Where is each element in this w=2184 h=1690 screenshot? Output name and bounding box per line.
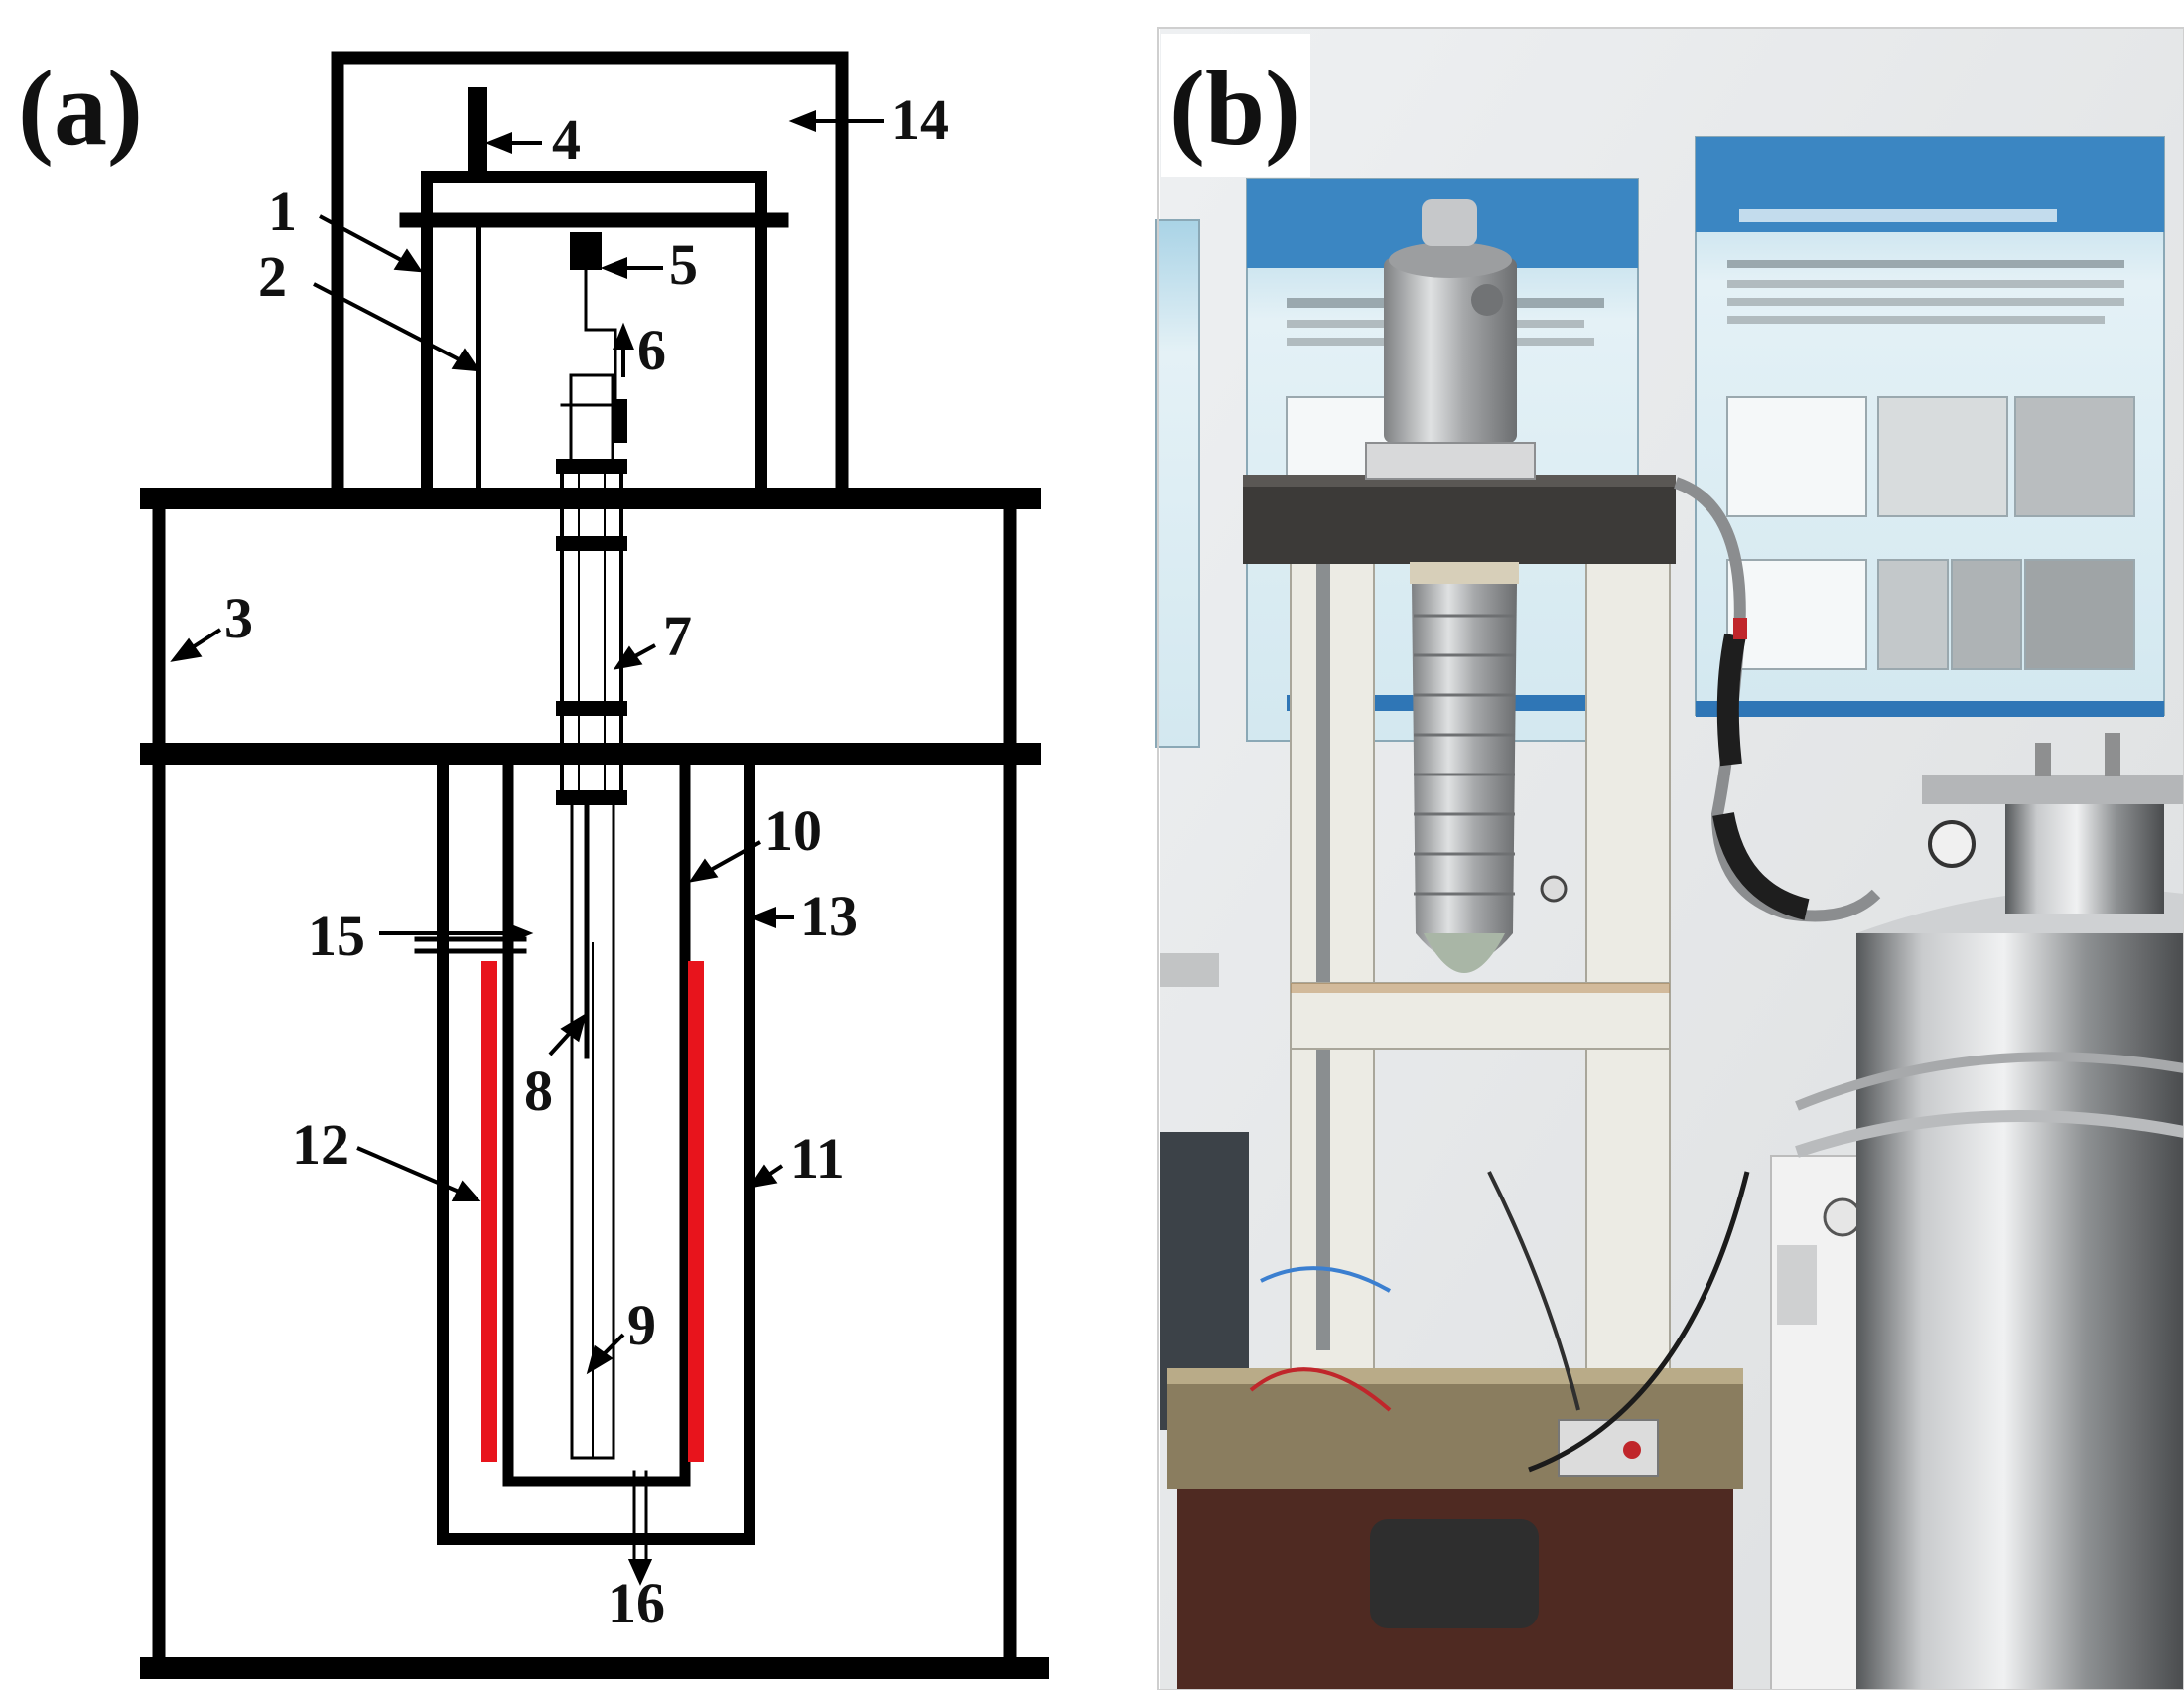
schematic-diagram [140,51,1049,1679]
callout-1: 1 [268,179,297,243]
top-block [1243,475,1676,564]
upper-pull-tube [569,373,614,465]
callout-3: 3 [224,586,253,650]
inner-top-housing [421,171,767,500]
callout-2: 2 [258,244,287,309]
heater-right [688,961,704,1462]
cryostat-head [1384,258,1517,443]
poster-right [1695,136,2165,717]
poster-left [1155,219,1200,748]
white-cabinet [1770,1155,1867,1690]
callout-8: 8 [524,1058,553,1123]
cryo-chamber [1410,562,1519,973]
panel-b-label-over: (b) [1169,50,1300,168]
dewar-tank [1795,733,2184,1690]
callout-15: 15 [308,904,365,968]
panel-b-label-box [1161,34,1310,177]
lead-screw [1316,556,1330,1350]
left-conduit [1160,953,1219,987]
callout-13: 13 [800,884,858,948]
load-cell [570,232,602,270]
callout-leaders [170,110,884,1586]
callout-14: 14 [891,87,949,152]
callout-7: 7 [663,604,692,668]
callout-10: 10 [764,798,822,863]
apparatus-photo [1155,28,2184,1690]
callout-6: 6 [637,318,666,382]
callout-4: 4 [552,107,581,172]
inner-vessel [502,755,691,1487]
clamp-1 [556,459,627,474]
clamp-3 [556,701,627,716]
outer-top-enclosure [331,51,849,501]
cross-beam [1290,982,1671,1050]
outer-cryostat [437,755,755,1545]
dial-gauge [1540,875,1568,903]
extensometer [612,399,627,443]
frame-column-right [1585,535,1671,1391]
callout-16: 16 [608,1571,665,1635]
clamp-2 [556,536,627,551]
callout-5: 5 [669,232,698,297]
callout-numbers: 1 2 3 4 5 6 7 8 9 10 11 12 13 14 15 16 [224,87,949,1635]
callout-11: 11 [790,1126,845,1191]
callout-9: 9 [627,1293,656,1357]
frame-column-left [1290,535,1375,1391]
heater-left [481,961,497,1462]
panel-a-label: (a) [18,50,143,168]
photo-frame [1157,27,2184,1690]
callout-12: 12 [292,1112,349,1177]
actuator [468,87,487,177]
